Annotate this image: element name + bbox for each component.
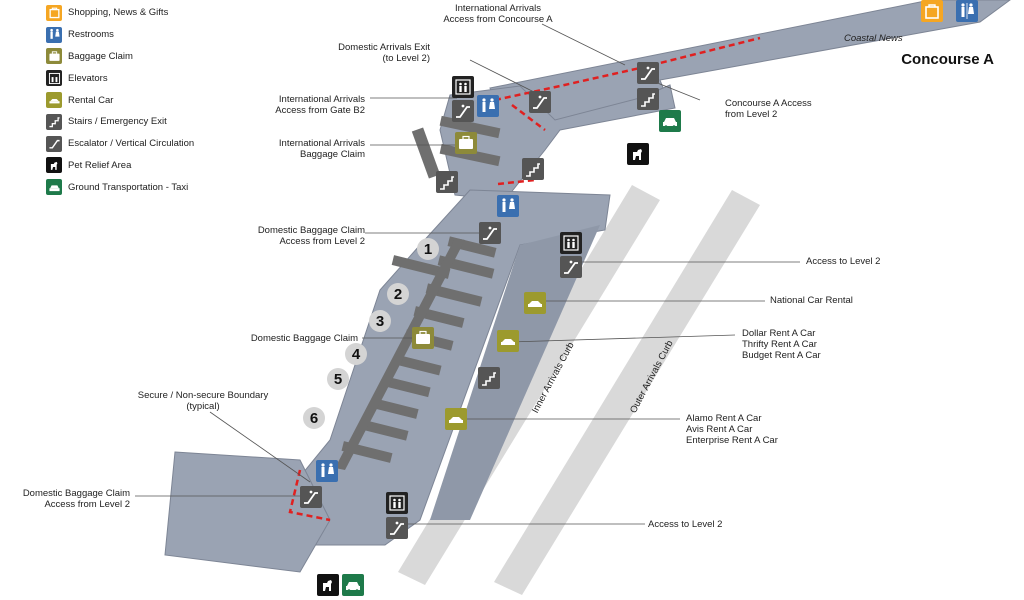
label-domestic-baggage-level2-bottom: Domestic Baggage Claim Access from Level… — [22, 488, 130, 510]
label-intl-arrivals-gate-b2: International Arrivals Access from Gate … — [275, 94, 365, 116]
restroom-icon[interactable] — [316, 460, 338, 482]
legend-item: Shopping, News & Gifts — [46, 2, 194, 24]
label-secure-boundary: Secure / Non-secure Boundary (typical) — [137, 390, 269, 412]
pet-relief-icon — [46, 157, 62, 174]
legend-label: Escalator / Vertical Circulation — [68, 138, 195, 150]
label-domestic-baggage-claim: Domestic Baggage Claim — [250, 333, 358, 344]
legend-label: Restrooms — [68, 29, 114, 41]
carousel-number-5: 5 — [327, 368, 349, 390]
label-concourse-a-access: Concourse A Access from Level 2 — [725, 98, 812, 120]
legend-label: Elevators — [68, 72, 108, 84]
secure-boundary-lines — [288, 36, 761, 522]
elevator-icon — [46, 70, 62, 87]
baggage-icon — [46, 48, 62, 65]
lower-wing-floor — [164, 451, 331, 573]
legend-item: Baggage Claim — [46, 46, 194, 68]
map-title: Concourse A — [901, 51, 994, 68]
legend-label: Baggage Claim — [68, 50, 133, 62]
coastal-news-label: Coastal News — [844, 33, 903, 44]
baggage-icon[interactable] — [412, 327, 434, 349]
stairs-icon[interactable] — [637, 88, 659, 110]
shopping-icon[interactable] — [921, 0, 943, 22]
restroom-icon[interactable] — [477, 95, 499, 117]
legend-item: Elevators — [46, 67, 194, 89]
label-domestic-baggage-level2-top: Domestic Baggage Claim Access from Level… — [257, 225, 365, 247]
baggage-icon[interactable] — [455, 132, 477, 154]
stairs-icon — [46, 113, 62, 130]
legend-label: Ground Transportation - Taxi — [68, 181, 189, 193]
rental-car-icon — [46, 92, 62, 109]
rental-car-icon[interactable] — [497, 330, 519, 352]
taxi-icon[interactable] — [659, 110, 681, 132]
leader-lines — [135, 23, 800, 525]
legend-item: Pet Relief Area — [46, 155, 194, 177]
label-dollar-thrifty-budget: Dollar Rent A Car Thrifty Rent A Car Bud… — [742, 328, 821, 361]
elevator-icon[interactable] — [386, 492, 408, 514]
pet-relief-icon[interactable] — [627, 143, 649, 165]
legend-item: Rental Car — [46, 89, 194, 111]
stairs-icon[interactable] — [522, 158, 544, 180]
rental-car-icon[interactable] — [445, 408, 467, 430]
escalator-icon[interactable] — [529, 91, 551, 113]
elevator-icon[interactable] — [560, 232, 582, 254]
legend-label: Pet Relief Area — [68, 159, 132, 171]
legend-item: Restrooms — [46, 24, 194, 46]
restroom-icon[interactable] — [956, 0, 978, 22]
label-national-car-rental: National Car Rental — [770, 295, 853, 306]
legend-label: Shopping, News & Gifts — [68, 7, 169, 19]
stairs-icon[interactable] — [478, 367, 500, 389]
carousel-number-2: 2 — [387, 283, 409, 305]
service-strip — [430, 225, 600, 520]
pet-relief-icon[interactable] — [317, 574, 339, 596]
escalator-icon[interactable] — [300, 486, 322, 508]
carousel-number-3: 3 — [369, 310, 391, 332]
restroom-icon[interactable] — [497, 195, 519, 217]
legend-label: Rental Car — [68, 94, 114, 106]
escalator-icon[interactable] — [479, 222, 501, 244]
escalator-icon[interactable] — [452, 100, 474, 122]
stairs-icon[interactable] — [436, 171, 458, 193]
outer-arrivals-curb — [494, 190, 760, 595]
carousel-number-6: 6 — [303, 407, 325, 429]
taxi-icon — [46, 179, 62, 196]
elevator-icon[interactable] — [452, 76, 474, 98]
carousel-number-4: 4 — [345, 343, 367, 365]
escalator-icon[interactable] — [386, 517, 408, 539]
label-domestic-arrivals-exit: Domestic Arrivals Exit (to Level 2) — [338, 42, 430, 64]
taxi-icon[interactable] — [342, 574, 364, 596]
escalator-icon[interactable] — [560, 256, 582, 278]
label-alamo-avis-enterprise: Alamo Rent A Car Avis Rent A Car Enterpr… — [686, 413, 778, 446]
legend-item: Escalator / Vertical Circulation — [46, 133, 194, 155]
escalator-icon[interactable] — [637, 62, 659, 84]
restroom-icon — [46, 26, 62, 43]
shopping-icon — [46, 4, 62, 21]
legend-item: Stairs / Emergency Exit — [46, 111, 194, 133]
legend-label: Stairs / Emergency Exit — [68, 116, 167, 128]
escalator-icon — [46, 135, 62, 152]
label-intl-baggage-claim: International Arrivals Baggage Claim — [278, 138, 365, 160]
label-intl-arrivals-concourse-a: International Arrivals Access from Conco… — [443, 3, 553, 25]
label-access-level2-top: Access to Level 2 — [806, 256, 881, 267]
domestic-carousels — [335, 236, 497, 470]
rental-car-icon[interactable] — [524, 292, 546, 314]
legend-item: Ground Transportation - Taxi — [46, 176, 194, 198]
label-access-level2-bottom: Access to Level 2 — [648, 519, 723, 530]
carousel-number-1: 1 — [417, 238, 439, 260]
